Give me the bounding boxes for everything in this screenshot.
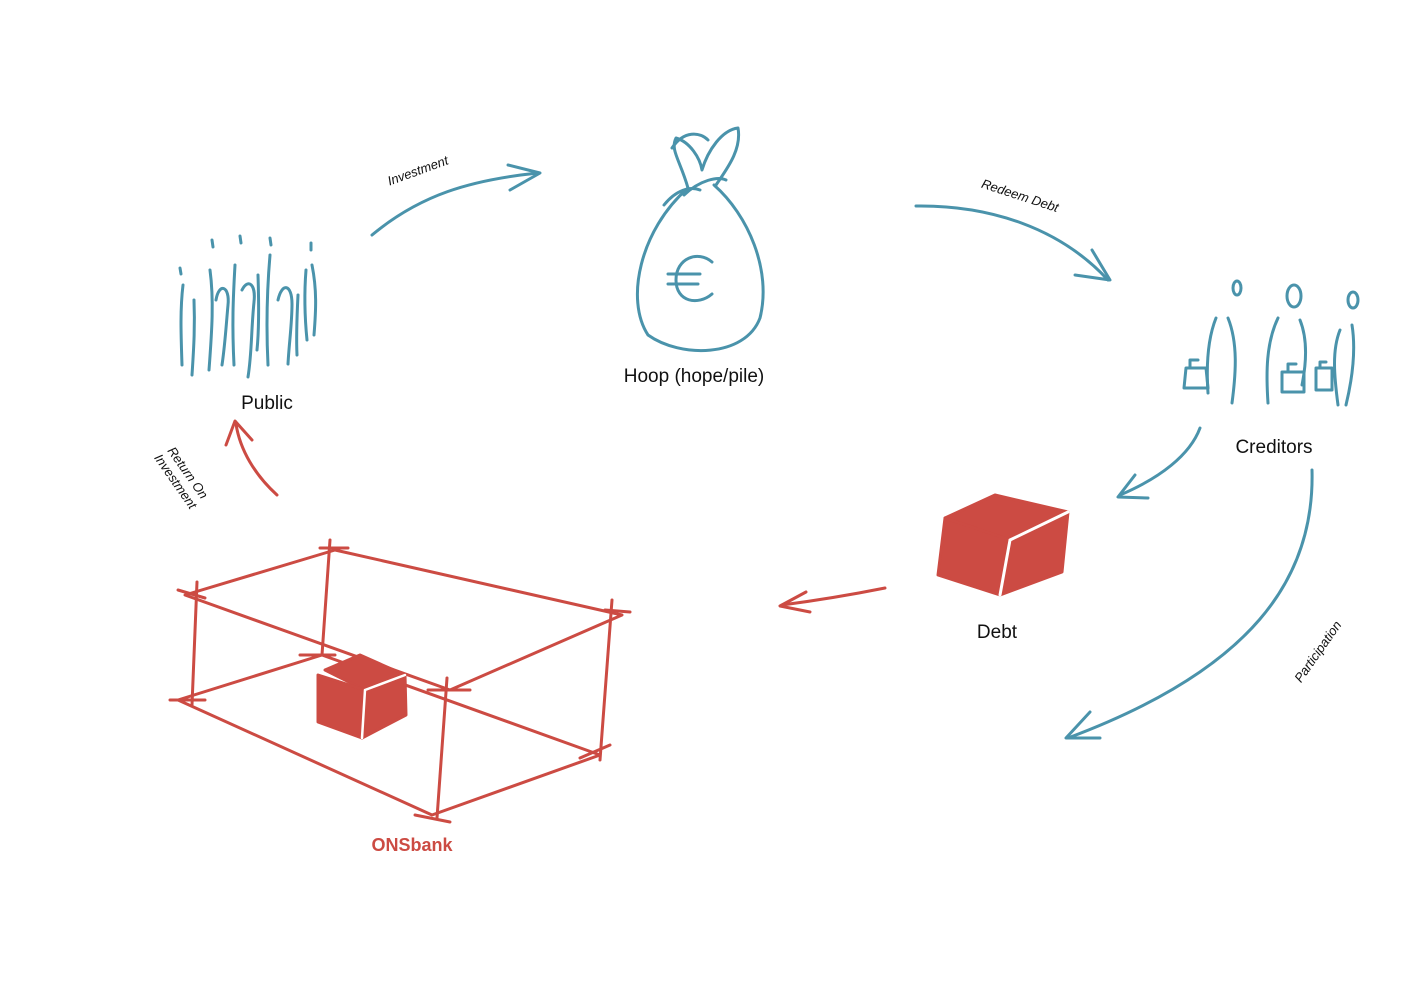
- debt-label: Debt: [976, 622, 1018, 643]
- debt-cube-icon: [936, 493, 1070, 597]
- arrow-onsbank-to-public: [224, 419, 279, 497]
- people-crowd-icon: [178, 234, 318, 379]
- public-label: Public: [241, 393, 293, 414]
- arrow-debt-to-onsbank: [778, 586, 887, 614]
- arrow-hoop-to-creditors: [914, 204, 1112, 282]
- arrow-public-to-hoop: [370, 163, 542, 237]
- euro-money-bag-icon: [635, 126, 765, 352]
- creditors-people-icon: [1182, 279, 1360, 407]
- arrow-creditors-to-onsbank-participation: [1064, 468, 1314, 740]
- bank-grid-box-icon: [168, 538, 632, 824]
- hoop-label: Hoop (hope/pile): [623, 366, 765, 387]
- arrow-creditors-to-debt: [1116, 426, 1202, 500]
- creditors-label: Creditors: [1235, 437, 1313, 458]
- onsbank-label: ONSbank: [371, 835, 453, 855]
